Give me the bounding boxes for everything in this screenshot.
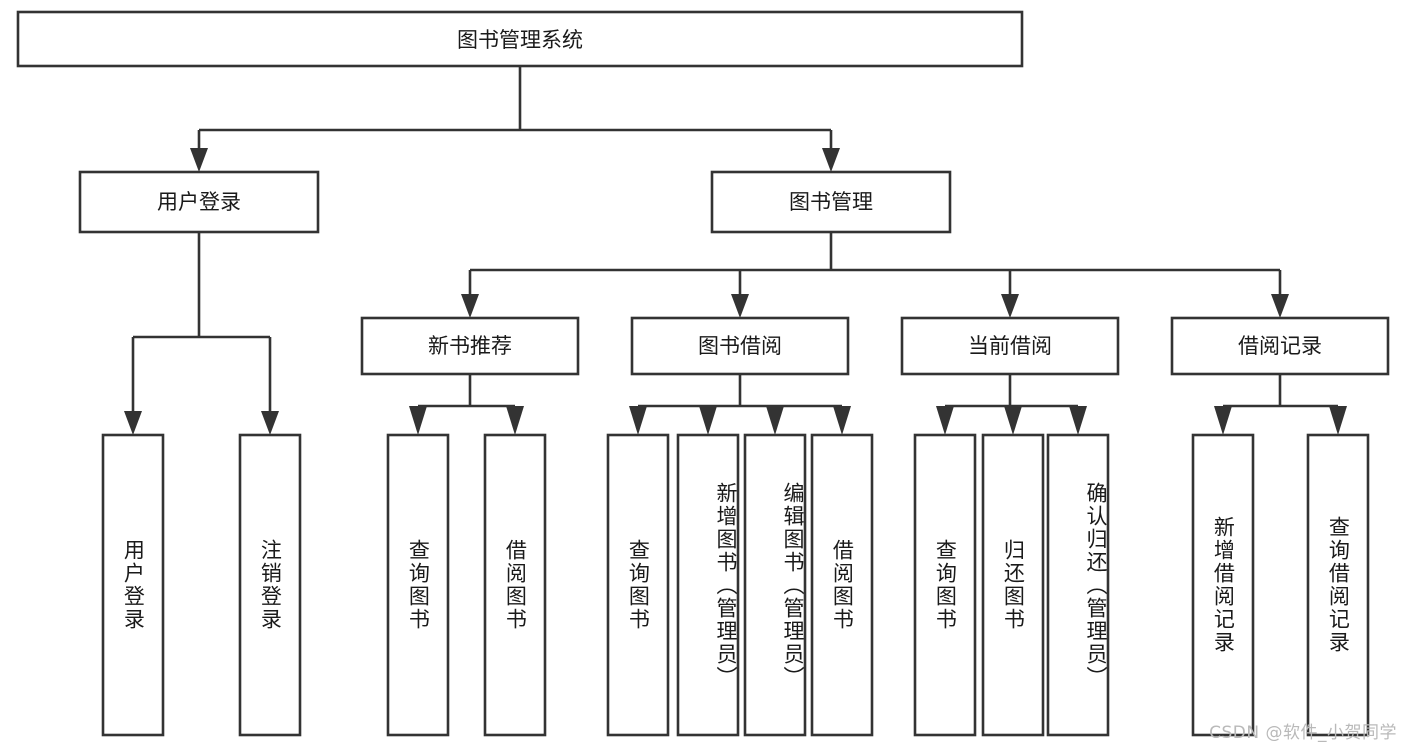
arrow-head-leaf-confirm-return [1069,406,1087,435]
node-user-login-label: 用户登录 [157,190,241,214]
leaf-box-query-book-1[interactable] [386,433,450,737]
arrow-head-to-new-book-rec [461,294,479,318]
node-new-book-recommend-label: 新书推荐 [428,334,512,358]
node-new-book-recommend[interactable]: 新书推荐 [360,316,580,376]
arrow-head-leaf-logout [261,411,279,435]
node-book-management-label: 图书管理 [789,190,873,214]
arrow-head-leaf-edit-book [766,406,784,435]
arrow-head-to-current-borrow [1001,294,1019,318]
node-book-borrow-label: 图书借阅 [698,334,782,358]
arrow-head-to-borrow-record [1271,294,1289,318]
leaf-box-logout[interactable] [238,433,302,737]
node-borrow-record[interactable]: 借阅记录 [1170,316,1390,376]
node-book-borrow-box [630,316,850,376]
leaf-box-return-book[interactable] [981,433,1045,737]
node-book-borrow[interactable]: 图书借阅 [630,316,850,376]
node-current-borrow-label: 当前借阅 [968,334,1052,358]
node-new-book-recommend-box [360,316,580,376]
node-current-borrow[interactable]: 当前借阅 [900,316,1120,376]
arrow-head-leaf-borrow-book-2 [833,406,851,435]
leaf-box-borrow-book-1[interactable] [483,433,547,737]
leaf-box-query-record[interactable] [1306,433,1370,737]
arrow-head-leaf-borrow-book-1 [506,406,524,435]
leaf-box-confirm-return[interactable] [1046,433,1110,737]
arrow-head-leaf-add-record [1214,406,1232,435]
arrow-head-leaf-user-login [124,411,142,435]
leaf-box-user-login[interactable] [101,433,165,737]
watermark-text: CSDN @软件_小贺同学 [1209,723,1397,743]
node-borrow-record-box [1170,316,1390,376]
node-root-label: 图书管理系统 [457,28,583,52]
node-book-management-box [710,170,952,234]
arrow-head-leaf-add-book [699,406,717,435]
leaf-box-edit-book[interactable] [743,433,807,737]
arrow-head-leaf-query-record [1329,406,1347,435]
node-root[interactable]: 图书管理系统 [16,10,1024,68]
node-root-box [16,10,1024,68]
arrow-head-leaf-query-book-1 [409,406,427,435]
node-current-borrow-box [900,316,1120,376]
arrow-head-to-user-login [190,148,208,172]
leaf-box-query-book-2[interactable] [606,433,670,737]
arrow-head-to-book-borrow [731,294,749,318]
node-user-login[interactable]: 用户登录 [78,170,320,234]
leaf-box-borrow-book-2[interactable] [810,433,874,737]
arrow-head-leaf-query-book-3 [936,406,954,435]
node-borrow-record-label: 借阅记录 [1238,334,1322,358]
arrow-head-leaf-query-book-2 [629,406,647,435]
arrow-head-to-book-mgmt [822,148,840,172]
leaf-box-add-book[interactable] [676,433,740,737]
node-book-management[interactable]: 图书管理 [710,170,952,234]
leaf-box-query-book-3[interactable] [913,433,977,737]
arrow-head-leaf-return-book [1004,406,1022,435]
leaf-box-add-record[interactable] [1191,433,1255,737]
